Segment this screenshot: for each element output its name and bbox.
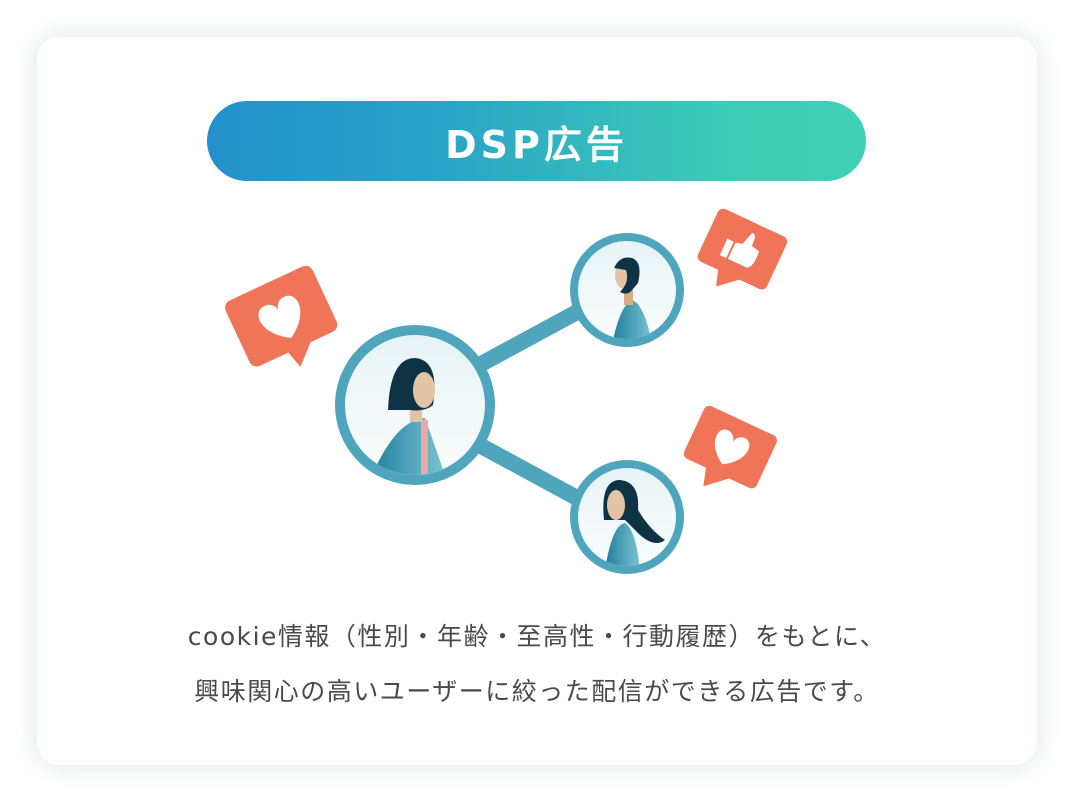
heart-bubble-icon bbox=[683, 405, 777, 489]
description-line-1: cookie情報（性別・年齢・至高性・行動履歴）をもとに、 bbox=[187, 622, 887, 651]
heart-bubble-icon bbox=[225, 265, 338, 367]
title: DSP広告 bbox=[445, 122, 628, 167]
title-banner: DSP広告 bbox=[207, 101, 866, 181]
connector-lines bbox=[466, 297, 594, 513]
avatar-woman-short-hair bbox=[335, 325, 495, 485]
thumbs-up-bubble-icon bbox=[697, 208, 788, 290]
avatar-woman-long-hair bbox=[570, 460, 684, 574]
description-line-2: 興味関心の高いユーザーに絞った配信ができる広告です。 bbox=[194, 677, 880, 706]
avatar-man-beard bbox=[570, 233, 684, 347]
